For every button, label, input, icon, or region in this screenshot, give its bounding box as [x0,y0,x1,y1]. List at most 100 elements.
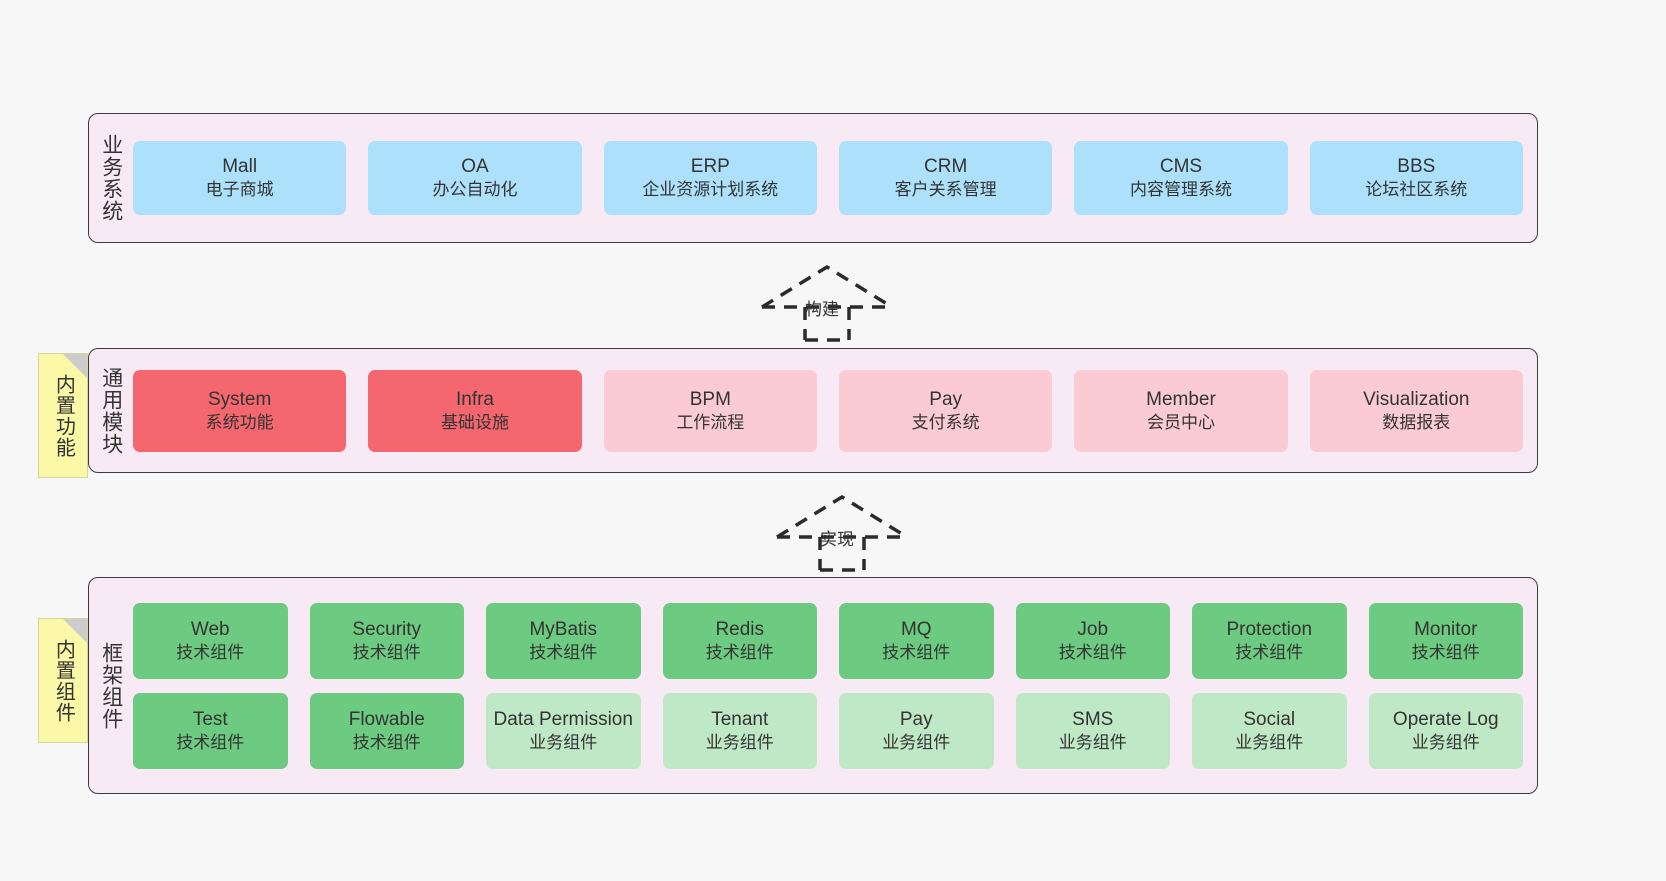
card-oa-subtitle: 办公自动化 [432,180,518,200]
card-tenant-subtitle: 业务组件 [705,732,774,752]
card-web-subtitle: 技术组件 [176,642,245,662]
card-crm-subtitle: 客户关系管理 [894,180,997,200]
card-protection-subtitle: 技术组件 [1235,642,1304,662]
card-test-title: Test [192,708,228,730]
card-data-permission-title: Data Permission [493,708,633,730]
card-job-subtitle: 技术组件 [1058,642,1127,662]
layer-framework-component-body: Web 技术组件 Security 技术组件 MyBatis 技术组件 Redi… [133,578,1537,793]
connector-build-arrow [761,264,893,342]
card-redis[interactable]: Redis 技术组件 [662,602,817,679]
connector-implement: 实现 [772,492,922,572]
card-monitor[interactable]: Monitor 技术组件 [1368,602,1523,679]
card-monitor-subtitle: 技术组件 [1411,642,1480,662]
card-crm[interactable]: CRM 客户关系管理 [838,141,1053,215]
card-mq[interactable]: MQ 技术组件 [839,602,994,679]
card-security[interactable]: Security 技术组件 [309,602,464,679]
card-bbs-title: BBS [1397,156,1436,178]
card-mall-title: Mall [222,156,258,178]
card-pay-component-subtitle: 业务组件 [882,732,951,752]
framework-component-row-business: Test 技术组件 Flowable 技术组件 Data Permission … [133,692,1523,769]
connector-implement-label: 实现 [820,530,854,549]
card-data-permission-subtitle: 业务组件 [529,732,598,752]
connector-implement-arrow [776,494,908,572]
card-bpm[interactable]: BPM 工作流程 [603,369,817,452]
card-member[interactable]: Member 会员中心 [1074,369,1288,452]
card-sms-subtitle: 业务组件 [1058,732,1127,752]
card-job[interactable]: Job 技术组件 [1015,602,1170,679]
card-operate-log-title: Operate Log [1392,708,1499,730]
card-security-subtitle: 技术组件 [352,642,421,662]
card-crm-title: CRM [924,156,968,178]
card-system-subtitle: 系统功能 [205,412,274,432]
card-operate-log-subtitle: 业务组件 [1411,732,1480,752]
card-infra[interactable]: Infra 基础设施 [368,369,582,452]
card-sms[interactable]: SMS 业务组件 [1015,692,1170,769]
card-data-permission[interactable]: Data Permission 业务组件 [486,692,641,769]
card-test[interactable]: Test 技术组件 [133,692,288,769]
card-oa-title: OA [461,156,489,178]
layer-common-module-body: System 系统功能 Infra 基础设施 BPM 工作流程 Pay 支付系统… [133,349,1537,472]
card-cms-subtitle: 内容管理系统 [1129,180,1232,200]
card-protection-title: Protection [1226,618,1313,640]
card-web-title: Web [190,618,230,640]
card-security-title: Security [352,618,422,640]
card-social-title: Social [1243,708,1296,730]
card-redis-title: Redis [715,618,765,640]
card-pay-component[interactable]: Pay 业务组件 [839,692,994,769]
sticky-note-builtin-component-label: 内置组件 [52,638,75,723]
business-system-row: Mall 电子商城 OA 办公自动化 ERP 企业资源计划系统 CRM 客户关系… [133,141,1523,215]
layer-framework-component-label: 框架组件 [99,641,123,730]
layer-common-module: 通用模块 System 系统功能 Infra 基础设施 BPM 工作流程 Pay… [88,348,1538,473]
card-bpm-subtitle: 工作流程 [676,412,745,432]
card-sms-title: SMS [1072,708,1114,730]
card-social[interactable]: Social 业务组件 [1192,692,1347,769]
card-pay-module[interactable]: Pay 支付系统 [838,369,1053,452]
card-pay-module-subtitle: 支付系统 [911,412,980,432]
card-bpm-title: BPM [689,388,731,410]
card-pay-component-title: Pay [899,708,933,730]
common-module-row: System 系统功能 Infra 基础设施 BPM 工作流程 Pay 支付系统… [133,369,1523,452]
connector-build: 构建 [757,262,907,342]
layer-common-module-label: 通用模块 [99,366,123,455]
card-mq-title: MQ [900,618,932,640]
card-oa[interactable]: OA 办公自动化 [368,141,582,215]
card-mall[interactable]: Mall 电子商城 [133,141,347,215]
card-visualization-subtitle: 数据报表 [1382,412,1451,432]
card-protection[interactable]: Protection 技术组件 [1192,602,1347,679]
card-mall-subtitle: 电子商城 [205,180,274,200]
card-job-title: Job [1077,618,1109,640]
card-erp-title: ERP [690,156,730,178]
card-system[interactable]: System 系统功能 [133,369,347,452]
card-visualization[interactable]: Visualization 数据报表 [1309,369,1523,452]
card-visualization-title: Visualization [1363,388,1470,410]
card-web[interactable]: Web 技术组件 [133,602,288,679]
framework-component-row-tech: Web 技术组件 Security 技术组件 MyBatis 技术组件 Redi… [133,602,1523,679]
card-infra-subtitle: 基础设施 [440,412,509,432]
card-social-subtitle: 业务组件 [1235,732,1304,752]
card-flowable-title: Flowable [348,708,425,730]
layer-framework-component: 框架组件 Web 技术组件 Security 技术组件 MyBatis 技术组件… [88,577,1538,794]
card-tenant[interactable]: Tenant 业务组件 [662,692,817,769]
card-mybatis[interactable]: MyBatis 技术组件 [486,602,641,679]
card-mybatis-title: MyBatis [529,618,598,640]
card-tenant-title: Tenant [711,708,769,730]
layer-business-system-body: Mall 电子商城 OA 办公自动化 ERP 企业资源计划系统 CRM 客户关系… [133,114,1537,242]
card-cms-title: CMS [1159,156,1203,178]
card-flowable[interactable]: Flowable 技术组件 [309,692,464,769]
card-mq-subtitle: 技术组件 [882,642,951,662]
card-erp[interactable]: ERP 企业资源计划系统 [603,141,817,215]
card-system-title: System [207,388,272,410]
card-mybatis-subtitle: 技术组件 [529,642,598,662]
card-operate-log[interactable]: Operate Log 业务组件 [1368,692,1523,769]
layer-business-system-label: 业务系统 [99,134,123,222]
card-test-subtitle: 技术组件 [176,732,245,752]
card-member-title: Member [1146,388,1216,410]
card-bbs-subtitle: 论坛社区系统 [1365,180,1468,200]
card-member-subtitle: 会员中心 [1146,412,1215,432]
card-bbs[interactable]: BBS 论坛社区系统 [1309,141,1523,215]
card-flowable-subtitle: 技术组件 [352,732,421,752]
card-redis-subtitle: 技术组件 [705,642,774,662]
note-fold-icon [63,354,87,378]
note-fold-icon [63,619,87,643]
card-cms[interactable]: CMS 内容管理系统 [1074,141,1288,215]
